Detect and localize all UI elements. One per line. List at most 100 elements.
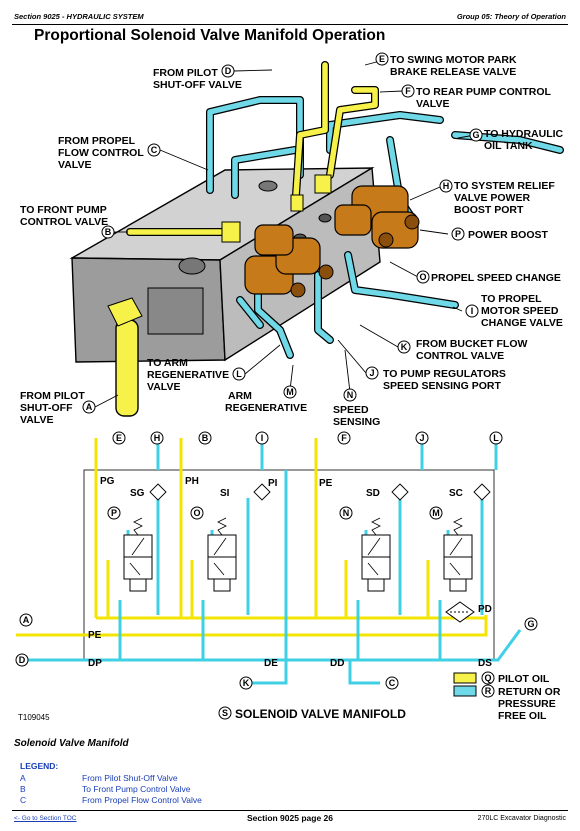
svg-text:SPEED: SPEED xyxy=(333,404,369,416)
svg-text:FROM PILOT: FROM PILOT xyxy=(20,390,85,402)
solenoid-valve-symbols xyxy=(123,534,473,592)
svg-text:J: J xyxy=(419,433,424,443)
group-header: Group 05: Theory of Operation xyxy=(456,12,566,21)
svg-text:G: G xyxy=(472,130,479,140)
svg-text:SENSING: SENSING xyxy=(333,416,380,428)
callout-leaders xyxy=(94,58,476,408)
figure-caption: Solenoid Valve Manifold xyxy=(14,738,129,749)
svg-text:CHANGE VALVE: CHANGE VALVE xyxy=(481,317,563,329)
svg-text:TO PROPEL: TO PROPEL xyxy=(481,293,542,305)
svg-text:VALVE: VALVE xyxy=(416,98,449,110)
svg-text:SI: SI xyxy=(220,488,230,499)
svg-text:VALVE: VALVE xyxy=(20,414,53,426)
page-title: Proportional Solenoid Valve Manifold Ope… xyxy=(34,27,386,44)
svg-text:K: K xyxy=(243,678,250,688)
svg-text:I: I xyxy=(471,306,474,316)
svg-text:C: C xyxy=(151,145,158,155)
header-rule xyxy=(12,24,568,25)
svg-text:BRAKE RELEASE VALVE: BRAKE RELEASE VALVE xyxy=(390,66,516,78)
svg-text:O: O xyxy=(419,272,426,282)
svg-text:SPEED SENSING PORT: SPEED SENSING PORT xyxy=(383,380,501,392)
svg-text:CONTROL VALVE: CONTROL VALVE xyxy=(416,350,504,362)
svg-text:L: L xyxy=(236,369,242,379)
color-key: Q PILOT OIL R RETURN OR PRESSURE FREE OI… xyxy=(18,671,561,722)
svg-text:PE: PE xyxy=(319,478,333,489)
svg-text:RETURN OR: RETURN OR xyxy=(498,686,561,698)
page-number: Section 9025 page 26 xyxy=(247,813,333,823)
svg-text:H: H xyxy=(154,433,161,443)
svg-text:FROM BUCKET FLOW: FROM BUCKET FLOW xyxy=(416,338,527,350)
svg-text:M: M xyxy=(432,508,440,518)
svg-text:TO PUMP REGULATORS: TO PUMP REGULATORS xyxy=(383,368,506,380)
svg-text:CONTROL VALVE: CONTROL VALVE xyxy=(20,216,108,228)
svg-text:DE: DE xyxy=(264,658,278,669)
svg-text:PE: PE xyxy=(88,630,102,641)
svg-text:FROM PROPEL: FROM PROPEL xyxy=(58,135,136,147)
callout-p: P POWER BOOST xyxy=(451,227,549,241)
svg-text:MOTOR SPEED: MOTOR SPEED xyxy=(481,305,559,317)
svg-text:J: J xyxy=(369,368,374,378)
svg-text:VALVE: VALVE xyxy=(58,159,91,171)
svg-text:PI: PI xyxy=(268,478,278,489)
svg-text:REGENERATIVE: REGENERATIVE xyxy=(147,369,229,381)
svg-text:BOOST PORT: BOOST PORT xyxy=(454,204,524,216)
svg-text:VALVE POWER: VALVE POWER xyxy=(454,192,530,204)
svg-text:K: K xyxy=(401,342,408,352)
svg-text:SHUT-OFF VALVE: SHUT-OFF VALVE xyxy=(153,79,242,91)
svg-text:Q: Q xyxy=(484,673,491,683)
svg-text:R: R xyxy=(485,686,492,696)
svg-text:DS: DS xyxy=(478,658,492,669)
port-labels: PG PH PI PE PD PE DP DE DD DS SG SI SD S… xyxy=(88,476,492,669)
document-title: 270LC Excavator Diagnostic xyxy=(477,815,566,822)
svg-text:I: I xyxy=(261,433,264,443)
svg-text:S: S xyxy=(222,708,228,718)
svg-text:REGENERATIVE: REGENERATIVE xyxy=(225,402,307,414)
svg-text:DD: DD xyxy=(330,658,344,669)
svg-text:TO HYDRAULIC: TO HYDRAULIC xyxy=(484,128,564,140)
callout-o: O PROPEL SPEED CHANGE xyxy=(416,270,561,284)
svg-text:SC: SC xyxy=(449,488,463,499)
svg-text:B: B xyxy=(105,227,112,237)
go-to-toc-link[interactable]: <- Go to Section TOC xyxy=(14,815,77,822)
footer-rule xyxy=(12,810,568,811)
svg-text:FREE OIL: FREE OIL xyxy=(498,710,547,722)
svg-text:FLOW CONTROL: FLOW CONTROL xyxy=(58,147,144,159)
svg-text:T109045: T109045 xyxy=(18,713,50,722)
svg-text:TO ARM: TO ARM xyxy=(147,357,188,369)
svg-text:TO SWING MOTOR PARK: TO SWING MOTOR PARK xyxy=(390,54,517,66)
svg-text:SG: SG xyxy=(130,488,145,499)
legend-title: LEGEND: xyxy=(20,761,59,771)
svg-text:C: C xyxy=(389,678,396,688)
svg-text:A: A xyxy=(23,615,30,625)
manifold-pictorial xyxy=(69,61,564,417)
section-header: Section 9025 - HYDRAULIC SYSTEM xyxy=(14,12,144,21)
svg-text:PILOT OIL: PILOT OIL xyxy=(498,673,550,685)
svg-text:VALVE: VALVE xyxy=(147,381,180,393)
svg-text:N: N xyxy=(343,508,350,518)
svg-text:F: F xyxy=(341,433,347,443)
svg-text:N: N xyxy=(347,390,354,400)
svg-text:PRESSURE: PRESSURE xyxy=(498,698,556,710)
svg-text:D: D xyxy=(225,66,232,76)
svg-text:H: H xyxy=(443,181,450,191)
svg-text:SOLENOID VALVE MANIFOLD: SOLENOID VALVE MANIFOLD xyxy=(235,707,406,721)
svg-text:P: P xyxy=(111,508,117,518)
svg-text:O: O xyxy=(193,508,200,518)
svg-text:TO REAR PUMP CONTROL: TO REAR PUMP CONTROL xyxy=(416,86,552,98)
svg-text:E: E xyxy=(379,54,385,64)
svg-text:E: E xyxy=(116,433,122,443)
